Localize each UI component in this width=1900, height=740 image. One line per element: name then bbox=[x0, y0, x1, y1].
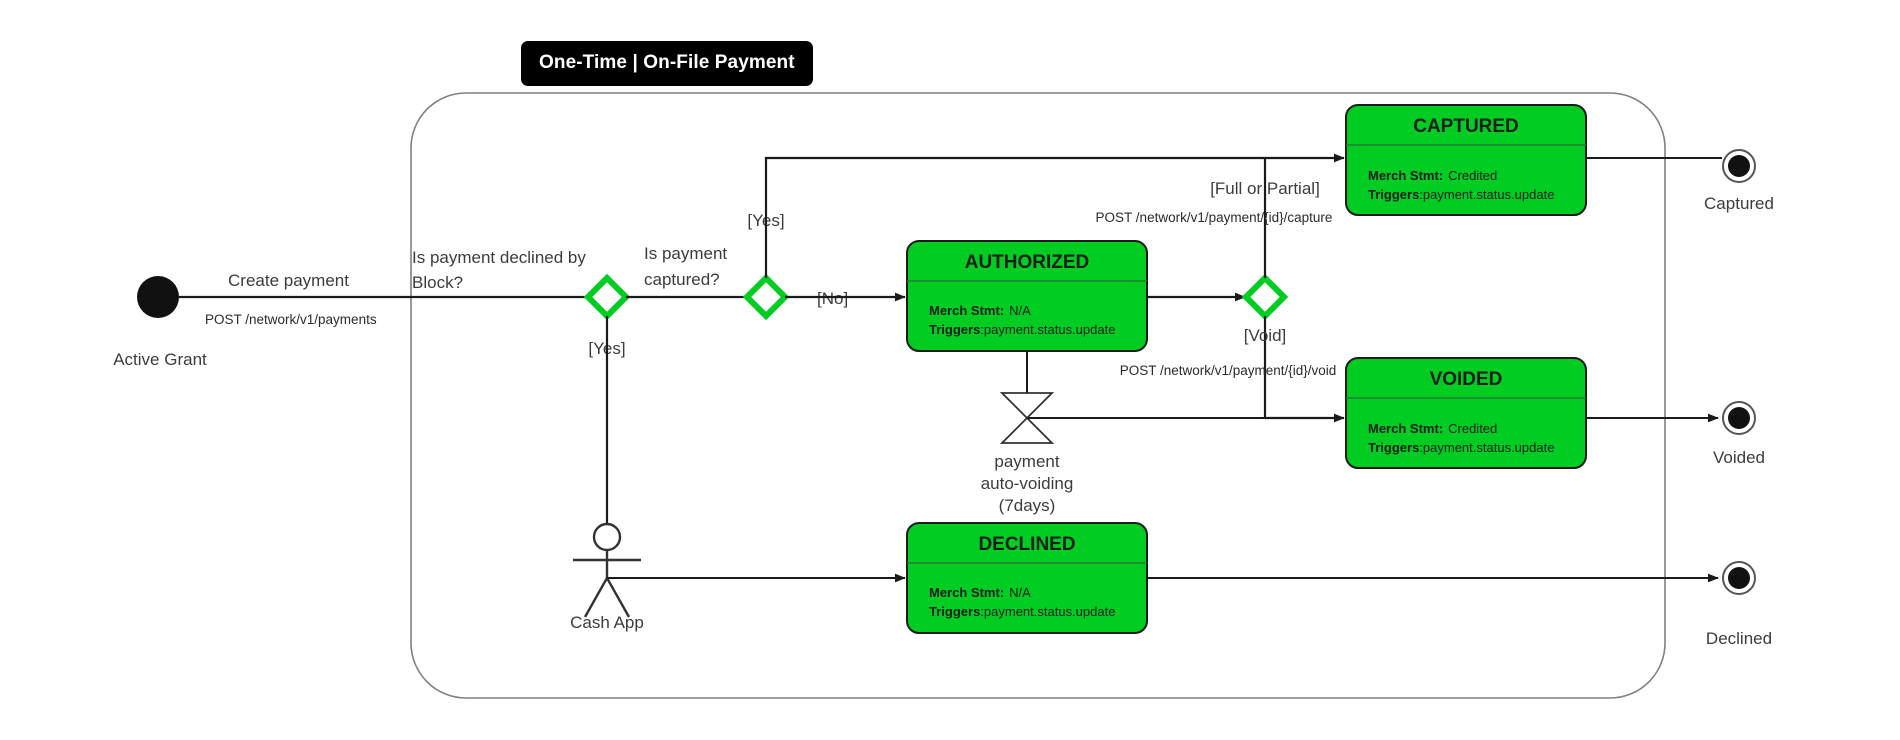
state-captured[interactable]: CAPTURED Merch Stmt:Credited Triggers:pa… bbox=[1345, 104, 1587, 216]
decision2-question-line1: Is payment bbox=[644, 244, 727, 263]
end-node-captured-label: Captured bbox=[1704, 194, 1774, 213]
decision-is-payment-declined[interactable] bbox=[583, 273, 631, 321]
junction-api-capture: POST /network/v1/payment/{id}/capture bbox=[1096, 210, 1333, 225]
state-captured-triggers: Triggers:payment.status.update bbox=[1368, 187, 1554, 202]
actor-cash-app-label: Cash App bbox=[570, 613, 644, 632]
state-captured-title: CAPTURED bbox=[1413, 116, 1519, 137]
state-declined[interactable]: DECLINED Merch Stmt:N/A Triggers:payment… bbox=[906, 522, 1148, 634]
junction-guard-void: [Void] bbox=[1244, 326, 1287, 345]
actor-cash-app[interactable] bbox=[573, 522, 641, 618]
timer-label-line1: payment bbox=[994, 452, 1059, 471]
state-declined-triggers: Triggers:payment.status.update bbox=[929, 604, 1115, 619]
decision2-question-line2: captured? bbox=[644, 270, 720, 289]
edge-decision2-yes-up bbox=[764, 156, 1265, 278]
decision1-question-line1: Is payment declined by bbox=[412, 248, 586, 267]
state-voided-merch: Merch Stmt:Credited bbox=[1368, 421, 1497, 436]
start-node bbox=[137, 276, 179, 318]
edge-create-payment-api: POST /network/v1/payments bbox=[205, 312, 377, 327]
decision-capture-or-void[interactable] bbox=[1241, 273, 1289, 321]
state-voided[interactable]: VOIDED Merch Stmt:Credited Triggers:paym… bbox=[1345, 357, 1587, 469]
state-voided-triggers: Triggers:payment.status.update bbox=[1368, 440, 1554, 455]
decision-is-payment-captured[interactable] bbox=[742, 273, 790, 321]
diagram-title-chip: One-Time | On-File Payment bbox=[521, 41, 813, 86]
junction-guard-full-or-partial: [Full or Partial] bbox=[1210, 179, 1320, 198]
timer-label-line2: auto-voiding bbox=[981, 474, 1074, 493]
start-node-label: Active Grant bbox=[113, 350, 207, 369]
end-node-voided bbox=[1722, 401, 1756, 435]
diagram-frame bbox=[410, 92, 1666, 699]
junction-api-void: POST /network/v1/payment/{id}/void bbox=[1120, 363, 1337, 378]
state-authorized-triggers: Triggers:payment.status.update bbox=[929, 322, 1115, 337]
state-captured-merch: Merch Stmt:Credited bbox=[1368, 168, 1497, 183]
timer-label-line3: (7days) bbox=[999, 496, 1056, 515]
end-node-declined-label: Declined bbox=[1706, 629, 1772, 648]
state-authorized-merch: Merch Stmt:N/A bbox=[929, 303, 1031, 318]
edge-create-payment-label: Create payment bbox=[228, 271, 349, 290]
state-declined-title: DECLINED bbox=[978, 534, 1075, 555]
decision1-question-line2: Block? bbox=[412, 273, 463, 292]
state-voided-title: VOIDED bbox=[1430, 369, 1503, 390]
state-declined-merch: Merch Stmt:N/A bbox=[929, 585, 1031, 600]
state-authorized[interactable]: AUTHORIZED Merch Stmt:N/A Triggers:payme… bbox=[906, 240, 1148, 352]
end-node-voided-label: Voided bbox=[1713, 448, 1765, 467]
state-authorized-title: AUTHORIZED bbox=[965, 252, 1090, 273]
end-node-captured bbox=[1722, 149, 1756, 183]
end-node-declined bbox=[1722, 561, 1756, 595]
decision2-guard-no: [No] bbox=[817, 289, 848, 308]
